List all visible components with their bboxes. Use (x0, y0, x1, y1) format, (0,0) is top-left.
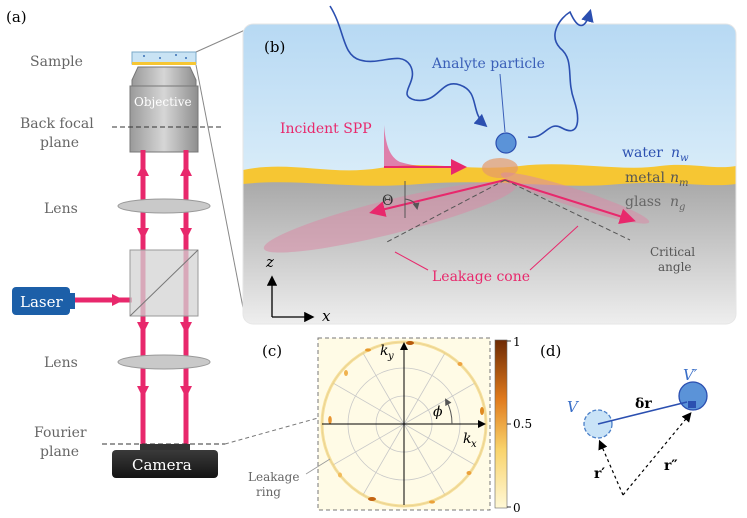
phi-label: ϕ (433, 404, 443, 420)
back-focal-label-2: plane (40, 135, 79, 151)
svg-text:n: n (670, 194, 679, 210)
fourier-label-2: plane (40, 444, 79, 460)
lens-bottom (117, 354, 211, 370)
critical-angle-line-left (384, 179, 506, 244)
water-layer (243, 24, 736, 174)
leakage-cone-pointer-left (394, 251, 429, 271)
theta-arc (404, 198, 420, 210)
critical-angle-line-right (504, 179, 631, 241)
theta-label: Θ (382, 193, 393, 209)
panel-c: (c) (248, 335, 532, 515)
leakage-ring-pointer (305, 458, 331, 475)
fourier-label-1: Fourier (34, 425, 87, 441)
water-medium-label: water n w (622, 145, 689, 164)
leakage-cone-pointer-right (529, 225, 579, 271)
panel-b-label: (b) (264, 38, 285, 56)
sample-label: Sample (30, 54, 83, 70)
spp-field-profile (384, 125, 460, 168)
r-prime-vector (598, 439, 624, 496)
glass-medium-label: glass n g (625, 194, 685, 213)
analyte-pointer (499, 73, 506, 133)
analyte-particle (495, 132, 517, 154)
metal-layer (243, 164, 736, 190)
phi-arc (445, 398, 453, 425)
svg-text:w: w (680, 153, 689, 164)
leakage-lobe-left (263, 181, 517, 253)
svg-text:y: y (387, 351, 394, 362)
svg-text:n: n (670, 170, 679, 186)
objective-label: Objective (134, 95, 192, 109)
ring-hotspots (328, 341, 484, 504)
svg-text:glass: glass (625, 194, 661, 210)
displacement-vector (597, 401, 688, 425)
objective: Objective (129, 66, 199, 153)
svg-text:water: water (622, 145, 663, 161)
panel-c-label: (c) (262, 342, 282, 360)
ky-label: k y (380, 343, 394, 362)
sample-slide (131, 51, 197, 65)
beamsplitter-cube (129, 249, 199, 317)
svg-text:g: g (679, 202, 685, 213)
zoom-line-bottom (195, 64, 246, 319)
lens-bottom-label: Lens (44, 355, 78, 371)
x-axis-label: x (322, 307, 331, 325)
colorbar-tick-max: 1 (513, 335, 521, 349)
laser-source[interactable]: Laser (12, 287, 75, 315)
panel-b: (b) Analyte particle Incident SPP Θ wate… (242, 5, 737, 325)
panel-a-label: (a) (6, 8, 27, 26)
leakage-ray-right (504, 179, 636, 225)
fourier-zoom-line (224, 417, 319, 445)
dr-label: δr (635, 396, 652, 412)
lens-top (117, 198, 211, 214)
leakage-cone-label: Leakage cone (432, 269, 530, 285)
colorbar-tick-mid: 0.5 (513, 417, 532, 431)
panel-d: (d) V V′ δr r′ r″ (540, 342, 708, 496)
laser-label: Laser (20, 293, 63, 311)
svg-text:x: x (471, 439, 477, 450)
analyte-label: Analyte particle (431, 56, 545, 72)
lens-top-label: Lens (44, 201, 78, 217)
r-prime-label: r′ (594, 466, 605, 482)
leakage-ring-label-2: ring (256, 485, 281, 499)
back-focal-label-1: Back focal (20, 116, 94, 132)
particle-trajectory-out (527, 8, 594, 138)
panel-d-label: (d) (540, 342, 561, 360)
leakage-ring-label-1: Leakage (248, 470, 299, 484)
camera[interactable]: Camera (112, 444, 218, 478)
colorbar-tick-min: 0 (513, 501, 521, 515)
v-label: V (567, 398, 580, 416)
metal-medium-label: metal n m (625, 170, 688, 189)
svg-text:n: n (671, 145, 680, 161)
particle-trajectory-in (329, 5, 488, 128)
svg-text:k: k (463, 431, 471, 447)
critical-angle-label-1: Critical (650, 245, 695, 259)
svg-text:k: k (380, 343, 388, 359)
zoom-line-top (195, 29, 246, 53)
svg-text:m: m (679, 178, 688, 189)
r-double-prime-vector (622, 412, 692, 496)
z-axis-label: z (265, 253, 274, 271)
svg-text:metal: metal (625, 170, 666, 186)
kx-label: k x (463, 431, 477, 450)
leakage-ray-left (369, 179, 506, 217)
colorbar (494, 339, 508, 509)
critical-angle-label-2: angle (658, 260, 692, 274)
r-double-prime-label: r″ (664, 458, 678, 474)
camera-label: Camera (132, 456, 192, 474)
leakage-lobe-right (500, 172, 650, 224)
v-prime-label: V′ (683, 366, 698, 384)
incident-spp-label: Incident SPP (280, 121, 372, 137)
volume-overlap-wedge (688, 401, 696, 408)
panel-a: (a) Sample Back focal plane Lens Lens Fo… (6, 8, 319, 478)
